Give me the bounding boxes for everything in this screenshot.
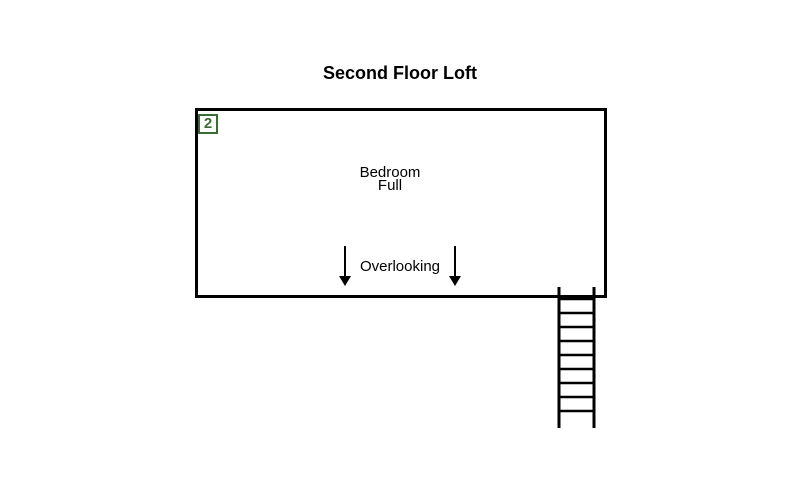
overlooking-label: Overlooking [359, 258, 441, 275]
right-down-arrow-icon [449, 246, 461, 286]
room-name-label: Bedroom [359, 164, 421, 181]
loft-room-outline [195, 108, 607, 298]
floor-title: Second Floor Loft [323, 63, 477, 83]
floor-level-badge: 2 [198, 114, 218, 134]
ladder-icon [557, 287, 596, 428]
left-down-arrow-icon [339, 246, 351, 286]
bed-size-label: Full [377, 177, 403, 194]
